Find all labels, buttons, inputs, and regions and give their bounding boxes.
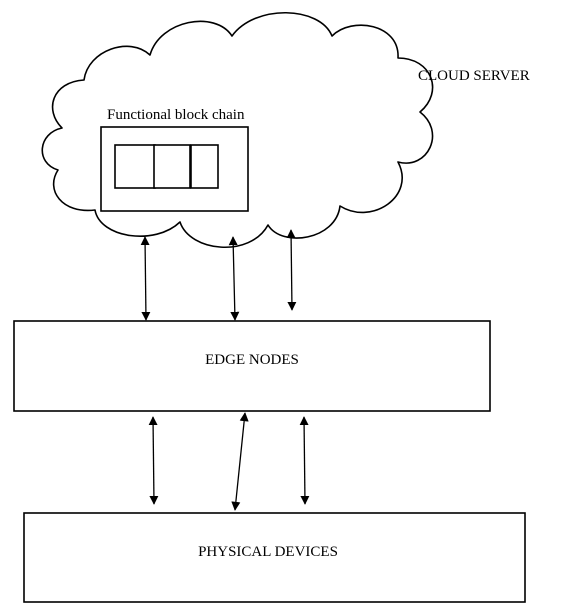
edge-device-arrow-2 <box>231 412 249 511</box>
block-3 <box>190 144 219 189</box>
block-1 <box>114 144 156 189</box>
edge-nodes-label: EDGE NODES <box>205 352 299 368</box>
edge-device-arrow-3 <box>299 416 310 505</box>
blockchain-label: Functional block chain <box>107 107 245 123</box>
physical-devices-box <box>23 512 526 603</box>
edge-device-arrow-1 <box>148 416 159 505</box>
edge-nodes-box <box>13 320 491 412</box>
block-2 <box>153 144 191 189</box>
cloud-edge-arrow-1 <box>140 236 151 321</box>
physical-devices-label: PHYSICAL DEVICES <box>198 544 338 560</box>
cloud-edge-arrow-2 <box>228 236 240 321</box>
cloud-edge-arrow-3 <box>286 229 297 311</box>
cloud-server-label: CLOUD SERVER <box>418 68 530 84</box>
